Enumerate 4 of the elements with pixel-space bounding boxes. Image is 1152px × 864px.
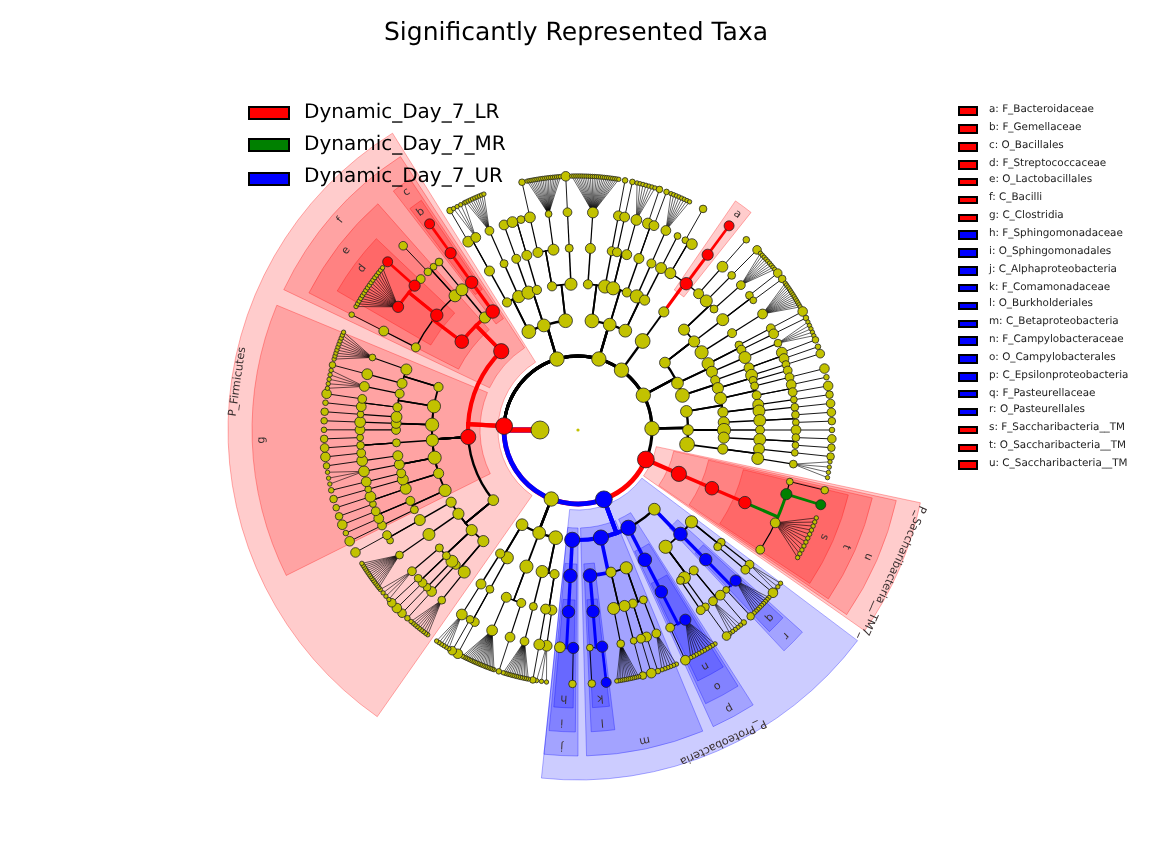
legend-label: Dynamic_Day_7_LR: [304, 103, 500, 124]
legend-label: Dynamic_Day_7_UR: [304, 168, 503, 189]
chart-title: Significantly Represented Taxa: [383, 18, 769, 47]
legend-label: Dynamic_Day_7_MR: [304, 135, 506, 156]
